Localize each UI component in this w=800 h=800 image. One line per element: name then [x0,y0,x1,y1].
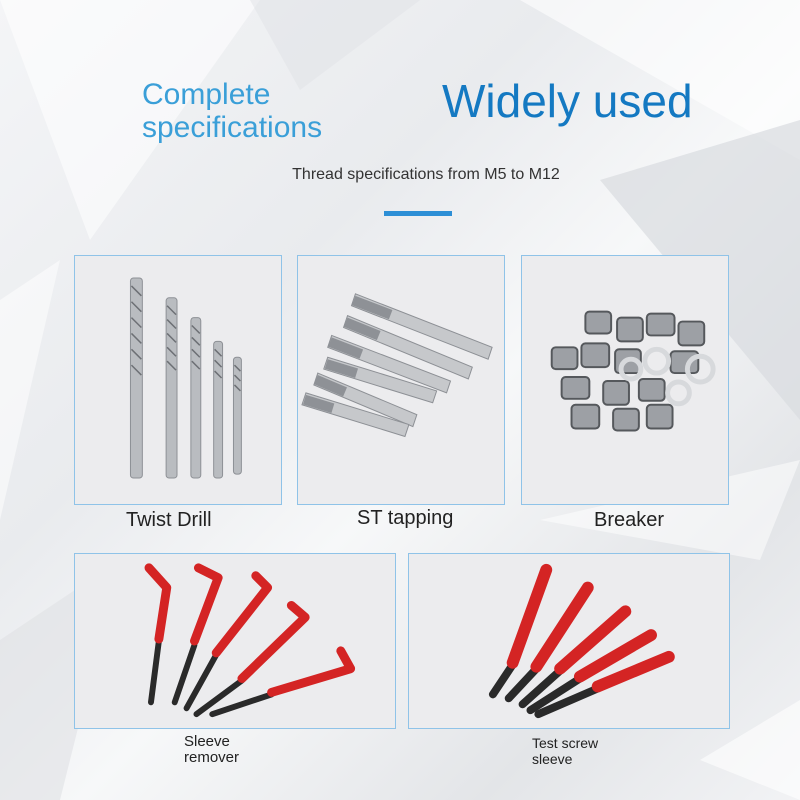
subtitle: Thread specifications from M5 to M12 [292,166,560,183]
accent-divider [384,211,452,216]
st-tapping-image [301,293,493,438]
product-card-test-screw-sleeve[interactable] [408,553,730,729]
product-card-breaker[interactable] [521,255,729,505]
label-breaker: Breaker [594,509,665,531]
label-twist-drill: Twist Drill [126,509,212,531]
twist-drill-image [129,277,242,479]
label-st-tapping: ST tapping [357,507,454,529]
product-card-twist-drill[interactable] [74,255,282,505]
label-sleeve-remover: Sleeve remover [184,733,240,766]
title-widely-used: Widely used [442,75,693,127]
sleeve-remover-image [144,563,356,718]
product-card-st-tapping[interactable] [297,255,505,505]
thread-inserts-image [550,310,716,432]
test-screw-sleeve-image [488,563,675,719]
title-complete-specifications: Complete specifications [142,78,323,144]
label-test-screw-sleeve: Test screw sleeve [532,735,599,767]
product-card-sleeve-remover[interactable] [74,553,396,729]
